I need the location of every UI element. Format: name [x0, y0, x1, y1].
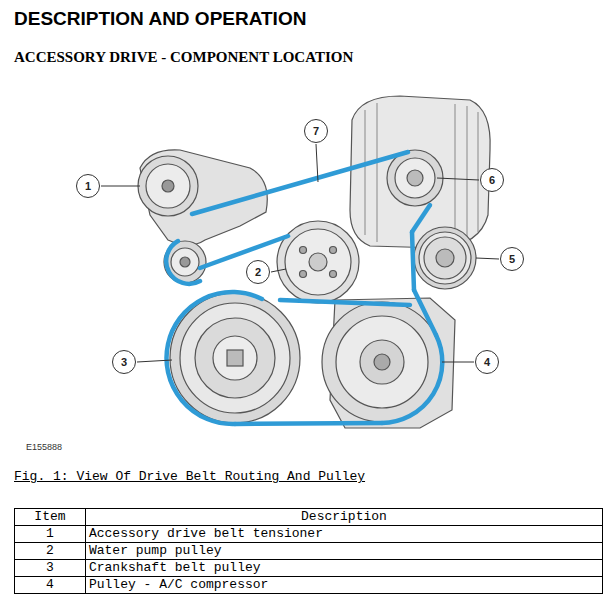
callout-number: 4 [475, 350, 499, 374]
cell-text: Item [34, 509, 65, 524]
callout-text: 3 [121, 356, 127, 368]
callout-text: 2 [255, 266, 261, 278]
table-cell: Accessory drive belt tensioner [85, 526, 602, 543]
cell-text: Accessory drive belt tensioner [89, 526, 323, 541]
callout-number: 1 [76, 174, 100, 198]
table-cell: Crankshaft belt pulley [85, 560, 602, 577]
table-cell: 2 [15, 543, 86, 560]
cell-text: 2 [46, 543, 54, 558]
cell-text: 1 [46, 526, 54, 541]
callout-text: 1 [85, 180, 91, 192]
callout-text: 7 [313, 125, 319, 137]
cell-text: Description [301, 509, 387, 524]
table-cell: 3 [15, 560, 86, 577]
cell-text: 4 [46, 577, 54, 592]
page-title: DESCRIPTION AND OPERATION [14, 8, 306, 30]
cell-text: 3 [46, 560, 54, 575]
callout-number: 5 [500, 247, 524, 271]
parts-table: Item Description 1 Accessory drive belt ten… [14, 508, 603, 594]
table-cell: Description [85, 509, 602, 526]
cell-text: Water pump pulley [89, 543, 222, 558]
callout-text: 5 [509, 253, 515, 265]
callout-number: 2 [246, 260, 270, 284]
cell-text: Crankshaft belt pulley [89, 560, 261, 575]
table-cell: Water pump pulley [85, 543, 602, 560]
figure-caption: Fig. 1: View Of Drive Belt Routing And P… [14, 469, 365, 484]
table-cell: 4 [15, 577, 86, 594]
cell-text: Pulley - A/C compressor [89, 577, 268, 592]
table-cell: Pulley - A/C compressor [85, 577, 602, 594]
table-cell: 1 [15, 526, 86, 543]
table-cell: Item [15, 509, 86, 526]
section-heading: ACCESSORY DRIVE - COMPONENT LOCATION [14, 49, 353, 66]
callout-text: 6 [489, 174, 495, 186]
callout-number: 3 [112, 350, 136, 374]
callout-number: 6 [480, 168, 504, 192]
callout-text: 4 [484, 356, 490, 368]
figure-code: E155888 [26, 442, 62, 452]
callout-number: 7 [304, 119, 328, 143]
